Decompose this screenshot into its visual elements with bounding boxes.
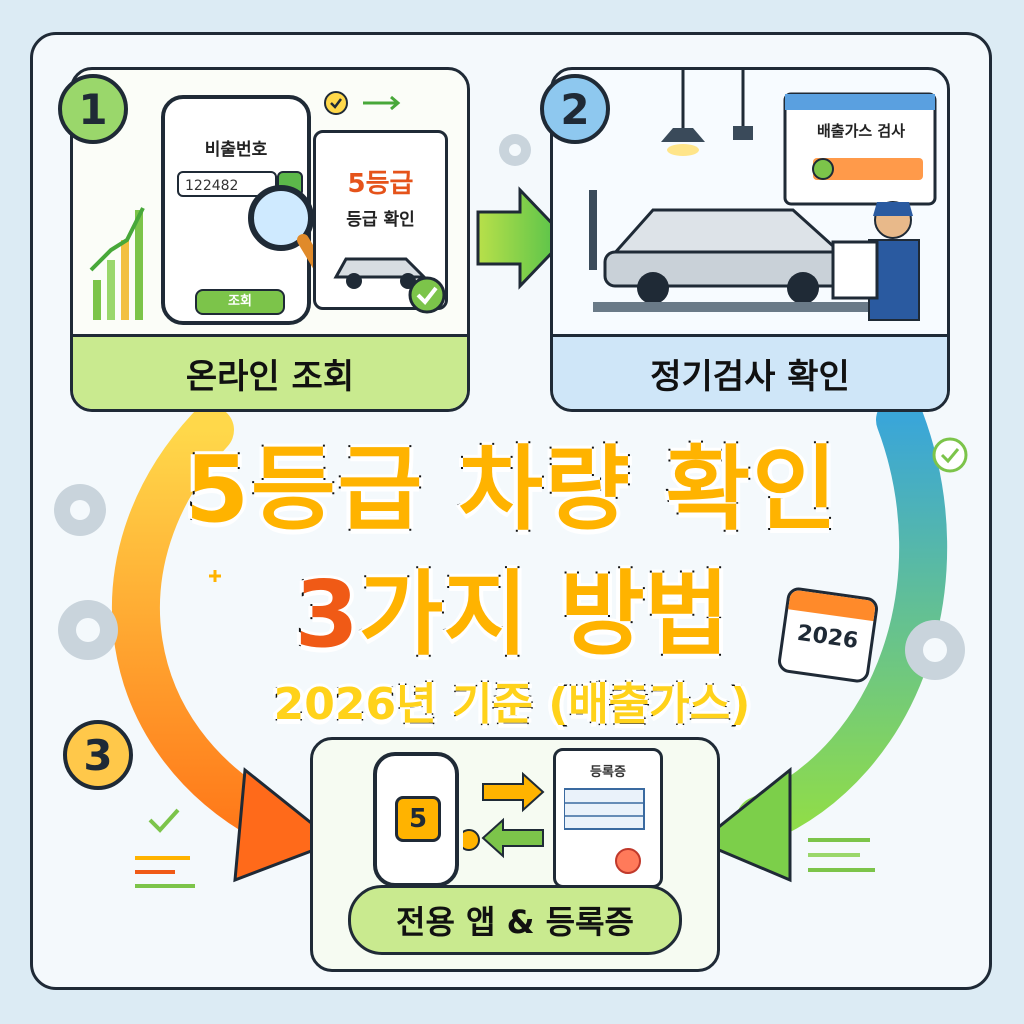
document-lines [564, 788, 645, 874]
arrow-left-curve [111, 406, 294, 844]
exchange-arrows-icon [463, 771, 545, 859]
check-arrow-icon [324, 91, 401, 115]
garage-scene [589, 70, 937, 321]
arrow-middle [476, 186, 569, 290]
headline-number: 3 [293, 559, 361, 670]
step1-label: 온라인 조회 [73, 334, 467, 409]
query-button[interactable]: 조회 [195, 289, 285, 315]
headline-subtitle: 2026년 기준 (배출가스) [272, 678, 752, 732]
arrow-right-curve [736, 396, 948, 844]
result-text: 등급 확인 [346, 210, 415, 230]
step3-panel: 5 등록증 전용 앱 & 등록증 [310, 737, 720, 972]
step3-label: 전용 앱 & 등록증 [348, 885, 682, 955]
app-phone: 5 [373, 752, 459, 887]
headline-line2: 3가지 방법 [0, 540, 1024, 673]
step1-panel: 비출번호 122482 조회 5등급 등급 확인 온라인 조회 [70, 67, 470, 412]
document-title: 등록증 [590, 765, 626, 780]
step2-number: 2 [540, 74, 610, 144]
calendar-icon: 2026 [776, 586, 880, 684]
step1-number: 1 [58, 74, 128, 144]
check-badge-icon [408, 276, 446, 314]
grade-badge: 5 [395, 796, 441, 842]
arrow-right-head [697, 766, 792, 883]
monitor-title: 배출가스 검사 [816, 122, 906, 140]
bar-chart-icon [89, 207, 145, 320]
step2-label: 정기검사 확인 [553, 334, 947, 409]
registration-document: 등록증 [553, 748, 663, 888]
step3-number: 3 [63, 720, 133, 790]
calendar-year: 2026 [795, 620, 860, 655]
headline-line1: 5등급 차량 확인 [183, 434, 839, 545]
headline-rest: 가지 방법 [357, 559, 732, 670]
step2-panel: 배출가스 검사 정기검사 확인 [550, 67, 950, 412]
result-grade: 5등급 [347, 169, 414, 199]
result-card: 5등급 등급 확인 [313, 130, 448, 310]
phone-title: 비출번호 [204, 140, 268, 160]
arrow-left-head [233, 767, 338, 883]
